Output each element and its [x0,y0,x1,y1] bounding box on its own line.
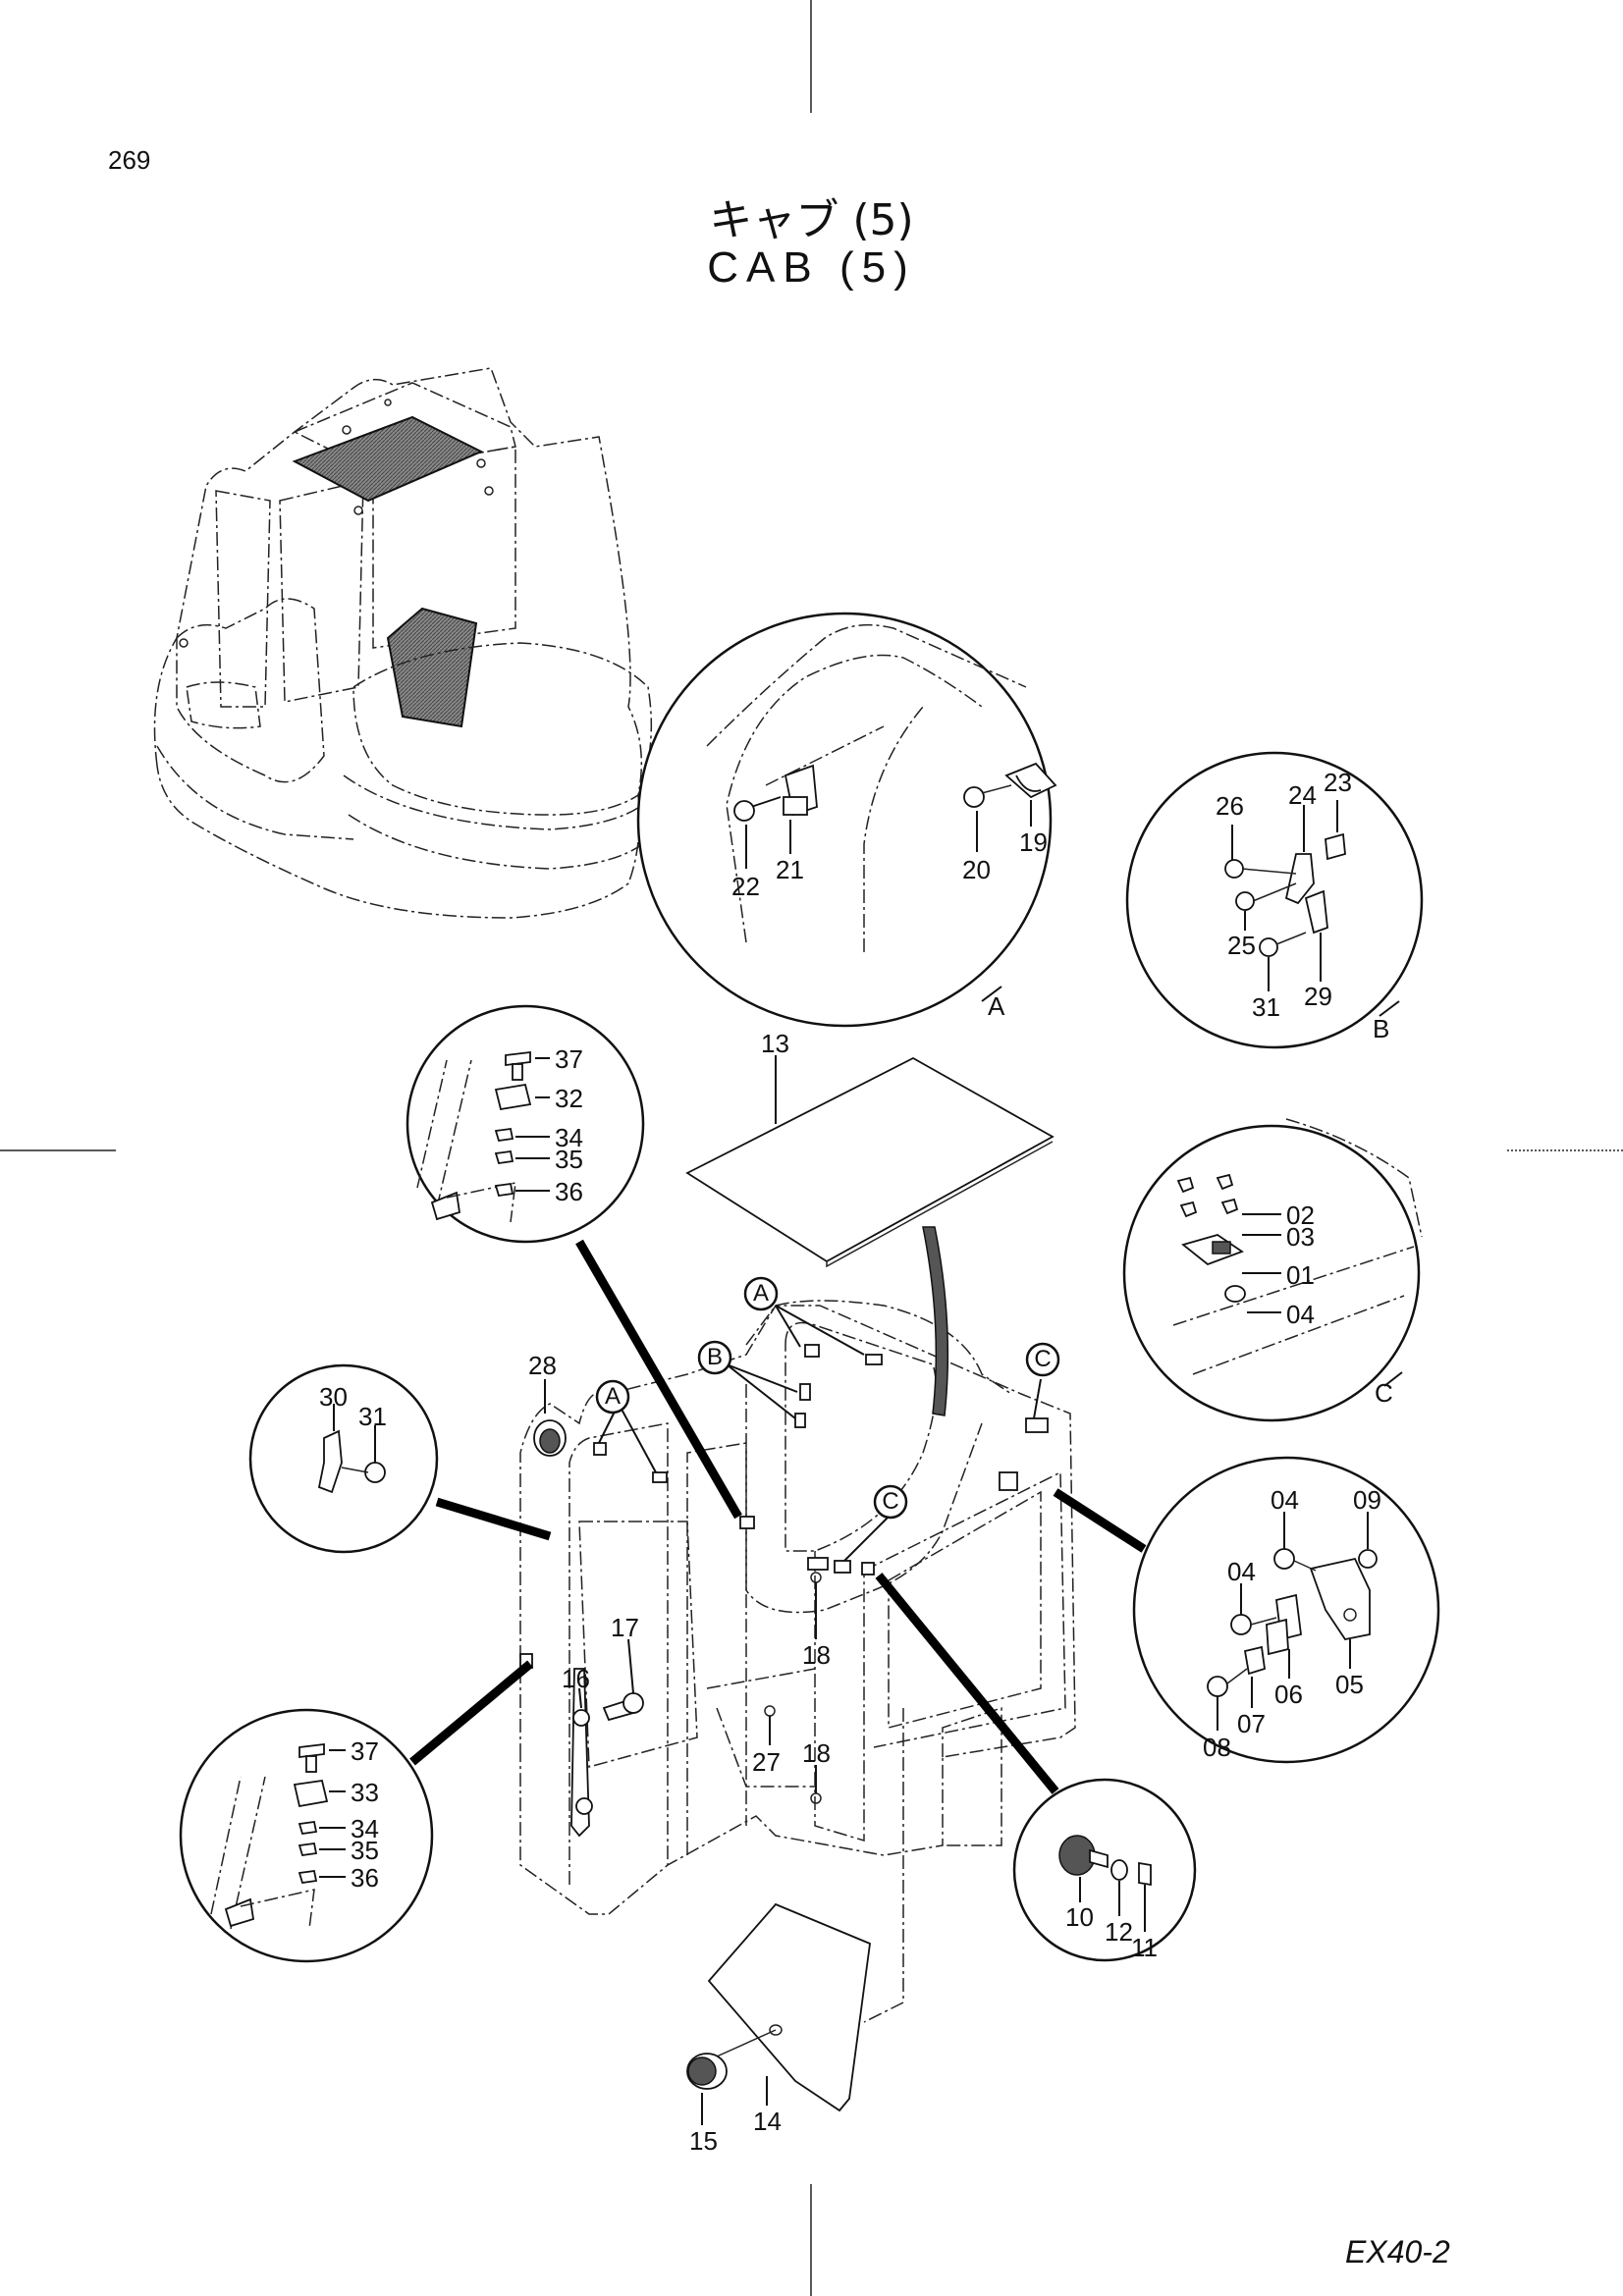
part-label-31-left: 31 [358,1402,387,1431]
part-label-32: 32 [555,1084,583,1113]
roof-panel-13 [685,1055,1055,1268]
detail-label-c: C [1375,1378,1393,1408]
detail-circle-upper-left [406,1004,645,1244]
page-number: 269 [108,145,151,175]
door-panel-14 [686,1902,871,2125]
part-label-01: 01 [1286,1260,1315,1290]
machine-overview-drawing [153,367,654,919]
part-label-14: 14 [753,2107,782,2136]
part-label-34-lower: 34 [351,1814,379,1843]
part-label-26: 26 [1216,791,1244,821]
callout-c-right: C [1034,1346,1052,1372]
part-label-02: 02 [1286,1201,1315,1230]
part-label-23: 23 [1324,768,1352,797]
part-label-06: 06 [1274,1680,1303,1709]
part-label-15: 15 [689,2126,718,2156]
part-label-35-upper: 35 [555,1145,583,1174]
detail-circle-left-middle [248,1363,439,1554]
part-label-08: 08 [1203,1733,1231,1762]
callout-b-main: B [706,1344,723,1370]
part-label-04-c: 04 [1286,1300,1315,1329]
detail-label-b: B [1373,1014,1390,1043]
detail-circle-lower-right [1012,1778,1197,1962]
part-label-20: 20 [962,855,991,884]
part-label-25: 25 [1227,931,1256,960]
cab-frame-drawing [519,1226,1076,2023]
part-label-24: 24 [1288,780,1317,810]
part-label-05: 05 [1335,1670,1364,1699]
part-label-29: 29 [1304,982,1332,1011]
part-label-34-upper: 34 [555,1123,583,1152]
part-label-19: 19 [1019,828,1048,857]
detail-circle-lower-left [179,1708,434,1963]
detail-circle-b [1125,751,1424,1049]
part-label-21: 21 [776,855,804,884]
part-label-04-mid: 04 [1227,1557,1256,1586]
part-label-33: 33 [351,1778,379,1807]
detail-circle-hinge [1132,1456,1440,1764]
part-label-35-lower: 35 [351,1836,379,1865]
part-label-04-top: 04 [1271,1485,1299,1515]
part-label-36-lower: 36 [351,1863,379,1893]
part-label-16: 16 [562,1664,590,1693]
part-label-03: 03 [1286,1222,1315,1252]
part-label-37-upper: 37 [555,1044,583,1074]
detail-label-a: A [988,991,1005,1021]
detail-circle-a [636,612,1057,1028]
title-english: CAB (5) [707,243,916,292]
part-label-10: 10 [1065,1902,1094,1932]
part-label-18-upper: 18 [802,1640,831,1670]
callout-a-main: A [752,1280,769,1307]
model-code: EX40-2 [1345,2234,1450,2269]
part-label-09: 09 [1353,1485,1381,1515]
part-label-22: 22 [731,872,760,901]
part-label-13: 13 [761,1029,789,1058]
part-label-18-lower: 18 [802,1738,831,1768]
part-label-17: 17 [611,1613,639,1642]
part-label-11: 11 [1131,1933,1158,1962]
leader-lines [409,1239,1147,1794]
part-label-07: 07 [1237,1709,1266,1738]
part-label-31-b: 31 [1252,992,1280,1022]
part-label-36-upper: 36 [555,1177,583,1206]
callout-bubbles [595,1276,1060,1520]
callout-a-left: A [604,1383,621,1410]
part-label-27: 27 [752,1747,781,1777]
callout-c-main: C [882,1488,899,1515]
detail-circle-c [1122,1118,1423,1422]
part-label-30: 30 [319,1382,348,1412]
part-label-37-lower: 37 [351,1736,379,1766]
title-japanese: キャブ (5) [709,195,914,245]
part-label-12: 12 [1105,1917,1133,1947]
part-label-28: 28 [528,1351,557,1380]
